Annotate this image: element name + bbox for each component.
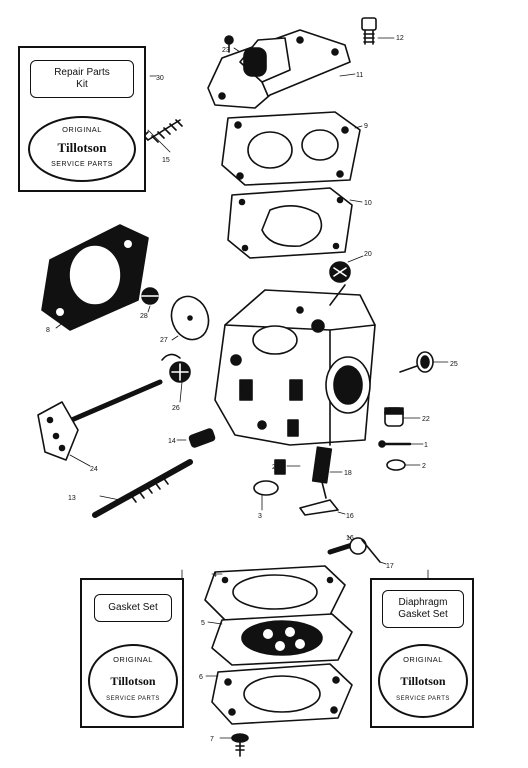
callout-17: 17 [386,563,394,570]
callout-16: 16 [346,513,354,520]
part-20-plug [329,261,351,283]
badge-brand-logo: Tillotson [57,140,107,155]
part-9-gasket [221,111,361,186]
tillotson-badge: ORIGINAL Tillotson SERVICE PARTS [378,644,468,718]
callout-5: 5 [201,620,205,627]
part-4-gasket [204,565,346,621]
part-24-throttle-shaft [37,379,163,461]
part-7-screw [231,733,249,757]
part-5-diaphragm [211,613,353,666]
callout-14: 14 [168,438,176,445]
callout-6: 6 [199,674,203,681]
callout-4: 4 [213,572,217,579]
callout-28: 28 [140,313,148,320]
callout-18: 18 [344,470,352,477]
part-11-metering-cover [207,29,351,109]
callout-10: 10 [364,200,372,207]
callout-15: 15 [162,157,170,164]
part-6-cover-plate [211,663,353,725]
callout-8: 8 [46,327,50,334]
badge-original-text: ORIGINAL [62,125,102,134]
callout-2: 2 [422,463,426,470]
badge-brand-logo: Tillotson [110,674,156,688]
callout-22: 22 [422,416,430,423]
tillotson-badge: ORIGINAL Tillotson SERVICE PARTS [88,644,178,718]
callout-12: 12 [396,35,404,42]
callout-1: 1 [424,442,428,449]
part-3-disc [253,480,279,496]
callout-numbers: 23 12 11 9 15 10 20 8 28 27 26 25 22 14 … [46,35,458,743]
badge-service-parts-text: SERVICE PARTS [396,696,450,702]
part-13-choke-shaft [92,459,193,518]
leader-lines [55,37,449,739]
part-25-plug [399,351,434,373]
callout-3: 3 [258,513,262,520]
callout-9: 9 [364,123,368,130]
callout-16b: 16 [346,535,354,542]
gasket-set-title: Gasket Set [94,594,172,622]
callout-13: 13 [68,495,76,502]
badge-service-parts-text: SERVICE PARTS [106,696,160,702]
part-10-diaphragm [227,187,353,259]
callout-20: 20 [364,251,372,258]
repair-parts-kit-card: Repair Parts Kit ORIGINAL Tillotson SERV… [18,46,146,192]
callout-24: 24 [90,466,98,473]
repair-parts-kit-title: Repair Parts Kit [30,60,134,98]
tillotson-badge: ORIGINAL Tillotson SERVICE PARTS [28,116,136,182]
part-17-pin [361,539,381,563]
part-15-spring [143,119,183,143]
part-22-cap [384,407,404,427]
part-18-lever [299,499,339,516]
callout-7: 7 [210,736,214,743]
diaphragm-gasket-set-title: Diaphragm Gasket Set [382,590,464,628]
part-14-spring [188,428,216,448]
part-23-screw [224,35,234,53]
part-26-spring [161,353,191,383]
callout-11: 11 [356,72,363,79]
callout-27: 27 [160,337,168,344]
diaphragm-gasket-set-card: Diaphragm Gasket Set ORIGINAL Tillotson … [370,578,474,728]
part-19-inlet-needle [311,446,333,499]
carburetor-body [214,284,376,446]
callout-26: 26 [172,405,180,412]
part-21-spring [274,459,286,475]
part-12-screw [361,17,377,45]
badge-original-text: ORIGINAL [113,655,153,664]
badge-brand-logo: Tillotson [400,674,446,688]
callout-21: 21 [272,464,280,471]
callout-23: 23 [222,47,230,54]
part-1-needle [378,440,412,448]
gasket-set-card: Gasket Set ORIGINAL Tillotson SERVICE PA… [80,578,184,728]
badge-original-text: ORIGINAL [403,655,443,664]
part-8-flange-gasket [41,224,149,331]
badge-service-parts-text: SERVICE PARTS [51,161,113,168]
part-2-seal [386,459,406,471]
callout-30: 30 [156,75,164,82]
part-28-spring [141,287,159,305]
part-27-throttle-disc [170,295,210,341]
callout-25: 25 [450,361,458,368]
